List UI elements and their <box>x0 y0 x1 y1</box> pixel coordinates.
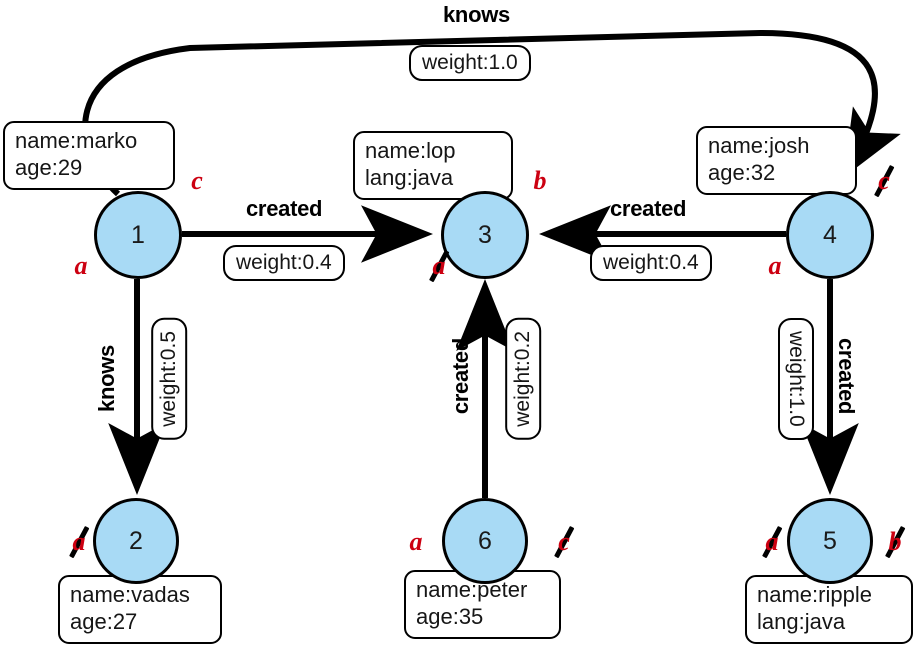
edge-label-knows-1-2: knows <box>94 345 119 412</box>
weight-box-created-1-3: weight:0.4 <box>223 245 345 282</box>
weight-box-created-6-3: weight:0.2 <box>505 318 542 440</box>
weight-box-created-4-3: weight:0.4 <box>590 245 712 282</box>
marker-node5-a-struck: a <box>759 525 785 559</box>
marker-node3-a-struck: a <box>426 249 452 283</box>
marker-text: c <box>191 166 203 195</box>
edge-label-created-6-3: created <box>448 338 473 415</box>
edge-label-created-4-5: created <box>834 338 859 415</box>
node-3[interactable]: 3 <box>441 191 529 279</box>
weight-box-created-4-5: weight:1.0 <box>778 318 815 440</box>
prop-box-node-2: name:vadas age:27 <box>58 575 222 644</box>
marker-text: a <box>74 251 88 280</box>
marker-node1-c: c <box>184 166 210 196</box>
marker-text: a <box>768 251 782 280</box>
edge-label-knows-1-4: knows <box>443 2 510 27</box>
node-1[interactable]: 1 <box>94 191 182 279</box>
prop-line: name:marko <box>15 128 138 153</box>
prop-line: age:35 <box>416 603 484 629</box>
prop-line: age:32 <box>708 159 776 185</box>
prop-line: age:27 <box>70 608 138 634</box>
prop-line: name:josh <box>708 133 810 158</box>
prop-line: age:29 <box>15 154 83 180</box>
marker-node4-a: a <box>762 251 788 281</box>
marker-node6-a: a <box>403 527 429 557</box>
weight-box-knows-1-4: weight:1.0 <box>409 45 531 82</box>
marker-text: a <box>409 527 423 556</box>
marker-text: c <box>878 166 890 195</box>
marker-node2-a-struck: a <box>66 525 92 559</box>
prop-box-node-6: name:peter age:35 <box>404 570 561 639</box>
marker-node5-b-struck: b <box>882 525 908 559</box>
node-6[interactable]: 6 <box>442 498 528 584</box>
prop-line: lang:java <box>757 608 846 634</box>
marker-node4-c-struck: c <box>871 164 897 198</box>
prop-line: name:vadas <box>70 582 190 607</box>
marker-text: a <box>432 251 446 280</box>
edge-label-created-4-3: created <box>610 196 687 221</box>
prop-box-node-4: name:josh age:32 <box>696 126 857 195</box>
weight-box-knows-1-2: weight:0.5 <box>151 318 188 440</box>
marker-node3-b: b <box>527 166 553 196</box>
node-5[interactable]: 5 <box>787 498 873 584</box>
prop-box-node-5: name:ripple lang:java <box>745 575 913 644</box>
marker-text: c <box>558 527 570 556</box>
prop-line: name:lop <box>365 138 456 163</box>
prop-line: lang:java <box>365 164 454 190</box>
marker-text: a <box>765 527 779 556</box>
node-4[interactable]: 4 <box>786 191 874 279</box>
prop-line: name:ripple <box>757 582 872 607</box>
marker-text: a <box>72 527 86 556</box>
node-2[interactable]: 2 <box>93 498 179 584</box>
marker-text: b <box>533 166 547 195</box>
marker-text: b <box>888 527 902 556</box>
marker-node6-c-struck: c <box>551 525 577 559</box>
edge-label-created-1-3: created <box>246 196 323 221</box>
prop-box-node-1: name:marko age:29 <box>3 121 175 190</box>
prop-box-node-3: name:lop lang:java <box>353 131 513 200</box>
marker-node1-a: a <box>68 251 94 281</box>
